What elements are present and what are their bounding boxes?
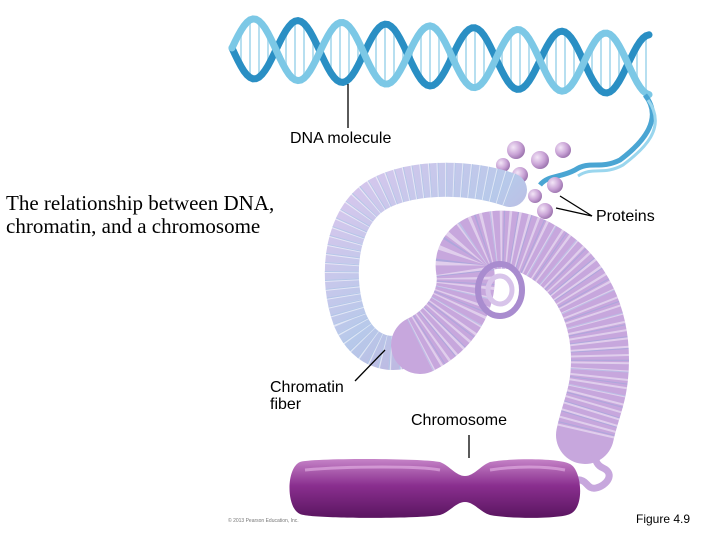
proteins-label: Proteins	[596, 208, 655, 225]
copyright-credit: © 2013 Pearson Education, Inc.	[228, 518, 299, 524]
dna-molecule-label: DNA molecule	[290, 130, 392, 147]
chromatin-fiber	[324, 162, 527, 370]
protein-cluster	[496, 141, 571, 219]
pointer-lines	[347, 84, 593, 458]
dna-helix	[228, 15, 657, 187]
figure-title: The relationship between DNA, chromatin,…	[6, 191, 275, 238]
figure-number: Figure 4.9	[636, 512, 691, 526]
chromatin-fiber-label-line2: fiber	[270, 396, 302, 413]
supercoil	[391, 210, 630, 492]
chromosome-body	[289, 459, 581, 518]
chromatin-fiber-label-line1: Chromatin	[270, 379, 344, 396]
chromosome-label: Chromosome	[411, 412, 508, 429]
